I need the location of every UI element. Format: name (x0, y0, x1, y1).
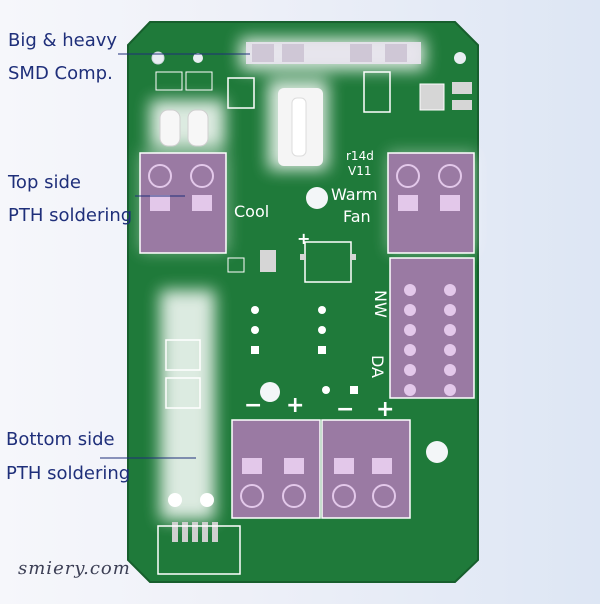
brand-watermark: smiery.com (18, 558, 131, 579)
mounting-hole (193, 53, 203, 63)
label-bottom-line2: PTH soldering (6, 463, 131, 484)
silk-minus-nw: − (244, 393, 262, 418)
glow-bottom (160, 290, 215, 520)
terminal-block-da (321, 419, 411, 519)
terminal-block-nw (231, 419, 321, 519)
center-ic (227, 241, 356, 283)
silk-fan: Fan (343, 207, 371, 226)
terminal-block-cool (139, 152, 227, 254)
silk-da: DA (368, 355, 387, 378)
silk-nw: NW (371, 290, 390, 318)
mounting-hole (151, 51, 165, 65)
silk-warm: Warm (331, 185, 377, 204)
silk-version-2: V11 (348, 164, 371, 178)
label-bottom-line1: Bottom side (6, 429, 115, 450)
silk-minus-da: − (336, 397, 354, 422)
label-smd-line1: Big & heavy (8, 30, 118, 51)
mounting-hole (426, 441, 448, 463)
mounting-hole (306, 187, 328, 209)
pin-header (389, 257, 475, 399)
silk-cool: Cool (234, 202, 269, 221)
mounting-hole (260, 382, 280, 402)
terminal-block-fan (387, 152, 475, 254)
silk-plus-da: + (376, 397, 394, 422)
label-smd-line2: SMD Comp. (8, 63, 113, 84)
bottom-components (157, 339, 241, 575)
silk-plus-nw: + (286, 393, 304, 418)
smd-components (155, 42, 472, 166)
silk-version-1: r14d (346, 149, 374, 163)
label-top-line1: Top side (8, 172, 81, 193)
vias (251, 306, 358, 394)
label-top-line2: PTH soldering (8, 205, 133, 226)
mounting-hole (454, 52, 466, 64)
silk-plus-top: + (297, 229, 310, 248)
